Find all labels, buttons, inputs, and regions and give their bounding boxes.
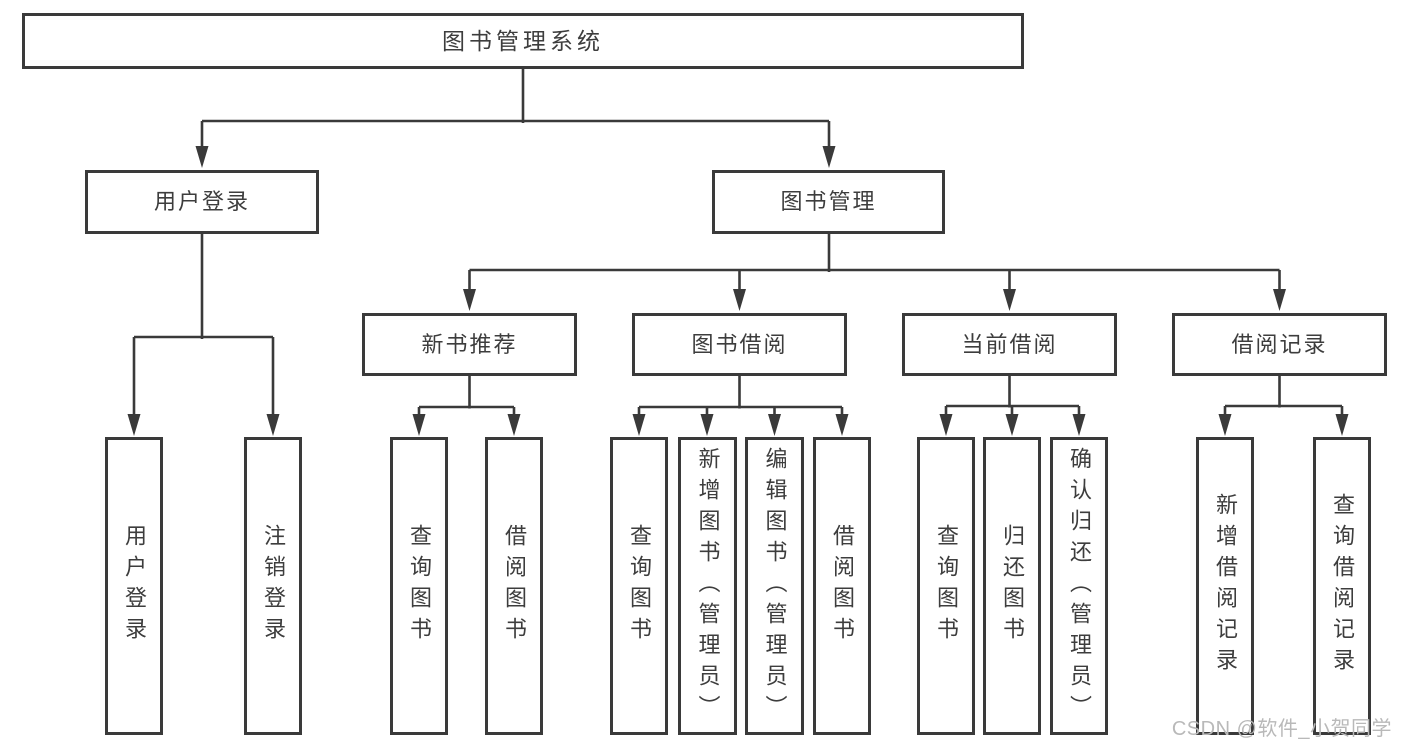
leaf-records-query-record: 查询借阅记录 [1313,437,1371,735]
leaf-user-login: 用户登录 [105,437,163,735]
node-book-management: 图书管理 [712,170,945,234]
csdn-watermark: CSDN @软件_小贺同学 [1171,718,1392,740]
arrowheads [127,146,1349,436]
tree-edge-lines [132,69,1344,418]
leaf-borrowing-query-books: 查询图书 [610,437,668,735]
node-library-management-system: 图书管理系统 [22,13,1024,69]
leaf-current-confirm-return-admin: 确认归还（管理员） [1050,437,1108,735]
leaf-borrowing-edit-books-admin: 编辑图书（管理员） [745,437,804,735]
leaf-borrowing-add-books-admin: 新增图书（管理员） [678,437,737,735]
leaf-newbook-borrow-books: 借阅图书 [485,437,543,735]
node-user-login: 用户登录 [85,170,319,234]
leaf-borrowing-borrow-books: 借阅图书 [813,437,871,735]
node-current-borrowing: 当前借阅 [902,313,1117,376]
node-book-borrowing: 图书借阅 [632,313,847,376]
leaf-newbook-query-books: 查询图书 [390,437,448,735]
leaf-logout: 注销登录 [244,437,302,735]
node-borrowing-records: 借阅记录 [1172,313,1387,376]
leaf-current-query-books: 查询图书 [917,437,975,735]
leaf-records-add-record: 新增借阅记录 [1196,437,1254,735]
node-new-book-recommendation: 新书推荐 [362,313,577,376]
leaf-current-return-books: 归还图书 [983,437,1041,735]
